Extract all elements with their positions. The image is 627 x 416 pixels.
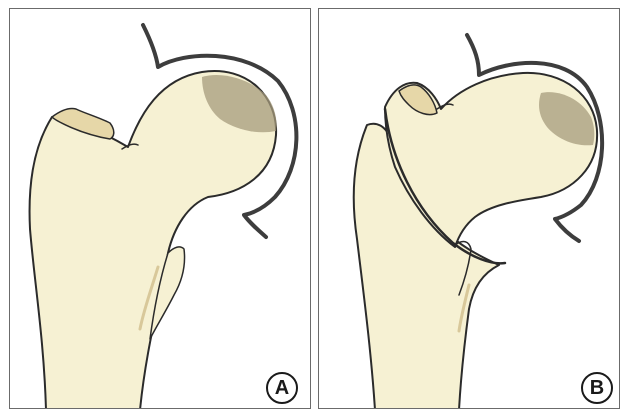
panel-b: B [318, 8, 620, 409]
panel-label-a: A [266, 372, 298, 404]
panel-a: A [9, 8, 311, 409]
proximal-femur-illustration-slipped [319, 9, 620, 409]
panel-label-b: B [581, 372, 613, 404]
proximal-femur-illustration-normal [10, 9, 311, 409]
